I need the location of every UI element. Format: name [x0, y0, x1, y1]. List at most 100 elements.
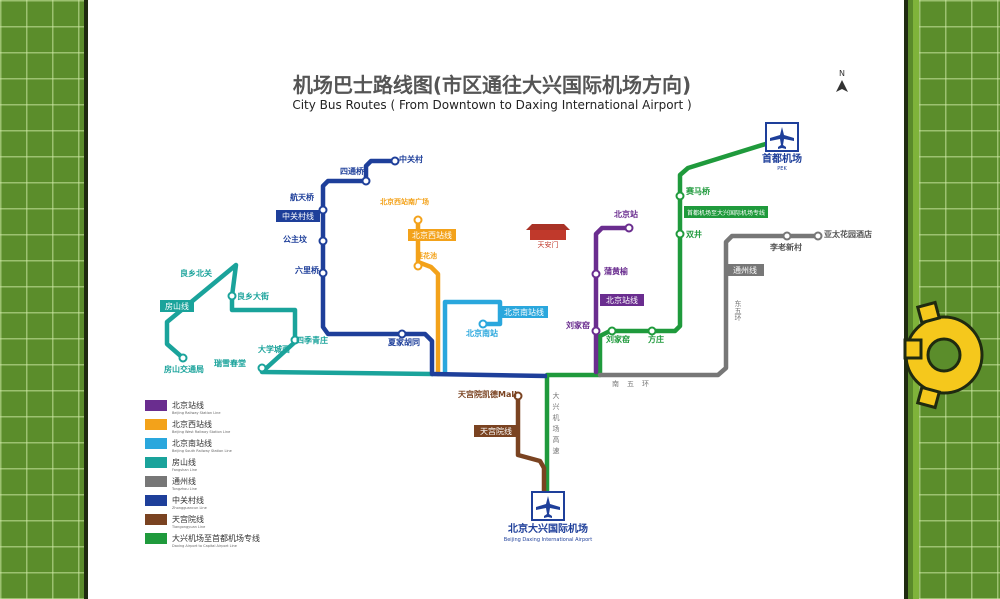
station-label: 房山交通局	[164, 364, 204, 374]
grid-background-right	[913, 0, 1000, 599]
tiangongyuan-route	[515, 393, 547, 495]
station-dot[interactable]	[413, 215, 423, 225]
line-tag-tiangongyuan: 天宫院线	[474, 425, 518, 437]
road-label: 东五环	[734, 299, 742, 322]
map-title-zh: 机场巴士路线图(市区通往大兴国际机场方向)	[293, 73, 691, 97]
station-label: 良乡大街	[237, 291, 269, 301]
station-dot[interactable]	[591, 326, 601, 336]
line-tag-tongzhou: 通州线	[726, 264, 764, 276]
svg-text:中关村线: 中关村线	[282, 211, 314, 221]
legend-label: 大兴机场至首都机场专线	[172, 533, 260, 543]
station-dot[interactable]	[318, 236, 328, 246]
station-label: 北京南站	[466, 328, 498, 338]
station-dot[interactable]	[813, 231, 823, 241]
station-label: 六里桥	[295, 265, 320, 275]
legend-label-en: Daxing Airport to Capital Airport Line	[172, 544, 237, 548]
capital-express-route	[544, 139, 775, 495]
station-label: 蒲黄榆	[604, 266, 629, 276]
station-label: 中关村	[399, 154, 423, 164]
station-dot[interactable]	[675, 191, 685, 201]
legend-swatch	[145, 514, 167, 525]
station-label: 李老新村	[769, 242, 802, 252]
legend-swatch	[145, 476, 167, 487]
beijingxi-route	[415, 217, 441, 377]
station-label: 四通桥	[340, 166, 365, 176]
svg-text:北京站线: 北京站线	[606, 295, 638, 305]
legend-label-en: Beijing West Railway Station Line	[172, 430, 230, 434]
station-dot[interactable]	[361, 176, 371, 186]
tiananmen-label: 天安门	[538, 240, 559, 249]
north-arrow-icon: N	[836, 69, 848, 92]
station-label: 北京西站南广场	[380, 197, 429, 206]
station-label: 双井	[686, 229, 702, 239]
station-dot[interactable]	[591, 269, 601, 279]
legend-label: 通州线	[172, 476, 196, 486]
station-dot[interactable]	[318, 205, 328, 215]
route-map-board	[84, 0, 908, 599]
legend-label: 北京站线	[172, 400, 204, 410]
capital-airport-code: PEK	[777, 166, 787, 172]
daxing-airport-en-label: Beijing Daxing International Airport	[504, 537, 592, 543]
daxing-airport[interactable]: 北京大兴国际机场 Beijing Daxing International Ai…	[504, 491, 592, 543]
station-label: 亚太花园酒店	[824, 229, 872, 239]
station-dot[interactable]	[257, 363, 267, 373]
station-dot[interactable]	[624, 223, 634, 233]
station-dot[interactable]	[390, 156, 400, 166]
north-label: N	[839, 69, 845, 78]
legend-label: 天宫院线	[172, 514, 204, 524]
station-dot[interactable]	[318, 268, 328, 278]
station-dot[interactable]	[607, 326, 617, 336]
legend-label-en: Fangshan Line	[172, 468, 197, 472]
legend-label-en: Tongzhou Line	[171, 487, 197, 491]
station-dot[interactable]	[675, 229, 685, 239]
legend-swatch	[145, 400, 167, 411]
station-dot[interactable]	[178, 353, 188, 363]
road-label: 大兴机场高速	[552, 391, 560, 458]
svg-text:通州线: 通州线	[733, 265, 757, 275]
station-label: 莲花池	[416, 251, 437, 260]
svg-text:房山线: 房山线	[165, 301, 189, 311]
svg-text:北京南站线: 北京南站线	[504, 307, 544, 317]
station-dot[interactable]	[227, 291, 237, 301]
line-tag-fangshan: 房山线	[160, 300, 194, 312]
station-label: 天宫院凯德Mall	[458, 389, 517, 399]
legend-label: 北京西站线	[172, 419, 212, 429]
gear-icon	[903, 300, 984, 410]
airplane-icon	[536, 496, 560, 518]
capital-airport[interactable]: 首都机场 PEK	[762, 122, 802, 172]
line-tag-beijingzhan: 北京站线	[600, 294, 644, 306]
station-label: 瑞雪春堂	[214, 358, 246, 368]
station-dot[interactable]	[413, 261, 423, 271]
svg-text:首都机场至大兴国际机场专线: 首都机场至大兴国际机场专线	[687, 209, 765, 217]
tongzhou-route	[597, 233, 821, 378]
svg-text:天宫院线: 天宫院线	[480, 426, 512, 436]
station-dot[interactable]	[397, 329, 407, 339]
legend-label-en: Beijing South Railway Station Line	[172, 449, 232, 453]
station-label: 赛马桥	[685, 186, 711, 196]
station-label: 北京站	[614, 209, 638, 219]
road-label: 南五环	[612, 379, 657, 388]
legend-label: 北京南站线	[172, 438, 212, 448]
legend-swatch	[145, 457, 167, 468]
station-dot[interactable]	[478, 319, 488, 329]
station-dot[interactable]	[647, 326, 657, 336]
line-tag-beijingxi: 北京西站线	[408, 229, 456, 241]
airplane-icon	[770, 127, 794, 149]
legend-swatch	[145, 533, 167, 544]
station-label: 刘家窑	[566, 320, 590, 330]
beijingzhan-route	[593, 225, 632, 375]
station-label: 大学城西	[258, 344, 290, 354]
station-label: 航天桥	[290, 192, 315, 202]
station-dot[interactable]	[782, 231, 792, 241]
trunk-route	[431, 371, 548, 379]
station-dot[interactable]	[513, 391, 523, 401]
station-label: 夏家胡同	[387, 337, 420, 347]
station-dot[interactable]	[290, 335, 300, 345]
legend-label: 房山线	[172, 457, 196, 467]
